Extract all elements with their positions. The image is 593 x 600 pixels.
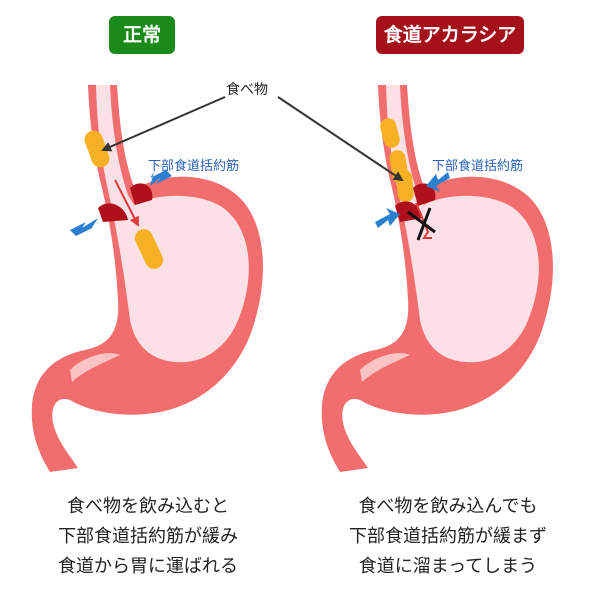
caption-normal-line-3: 食道から胃に運ばれる bbox=[58, 556, 238, 577]
close-arrow-left bbox=[375, 208, 400, 228]
blocked-arrow bbox=[415, 202, 432, 239]
food-label: 食べ物 bbox=[226, 82, 268, 98]
x-mark-1 bbox=[407, 210, 436, 234]
food-pointer-left bbox=[101, 96, 226, 152]
caption-normal-line-2: 下部食道括約筋が緩み bbox=[58, 526, 238, 547]
open-arrow-right bbox=[150, 170, 172, 186]
open-arrow-left bbox=[70, 218, 98, 236]
caption-achalasia: 食べ物を飲み込んでも 下部食道括約筋が緩まず 食道に溜まってしまう bbox=[318, 492, 578, 582]
caption-achalasia-line-2: 下部食道括約筋が緩まず bbox=[349, 526, 547, 547]
sphincter-normal-right bbox=[130, 183, 153, 205]
sphincter-label-achalasia: 下部食道括約筋 bbox=[432, 159, 524, 174]
food-pointer-right bbox=[277, 96, 404, 182]
caption-achalasia-line-1: 食べ物を飲み込んでも bbox=[358, 496, 538, 517]
food-achalasia-1 bbox=[380, 118, 400, 148]
sphincter-achalasia-right bbox=[413, 183, 436, 206]
sphincter-normal-left bbox=[98, 203, 128, 222]
stomach-achalasia bbox=[321, 85, 553, 472]
caption-normal: 食べ物を飲み込むと 下部食道括約筋が緩み 食道から胃に運ばれる bbox=[18, 492, 278, 582]
badge-normal: 正常 bbox=[109, 16, 175, 54]
close-arrow-right bbox=[426, 172, 450, 192]
stomach-normal bbox=[31, 85, 263, 472]
sphincter-label-normal: 下部食道括約筋 bbox=[148, 159, 240, 174]
caption-normal-line-1: 食べ物を飲み込むと bbox=[67, 496, 229, 517]
movement-arrow-normal bbox=[114, 179, 139, 227]
food-normal-upper bbox=[84, 130, 110, 168]
badge-achalasia: 食道アカラシア bbox=[376, 16, 524, 54]
caption-achalasia-line-3: 食道に溜まってしまう bbox=[358, 556, 538, 577]
food-normal-lower bbox=[134, 229, 164, 269]
x-mark-2 bbox=[416, 207, 432, 241]
